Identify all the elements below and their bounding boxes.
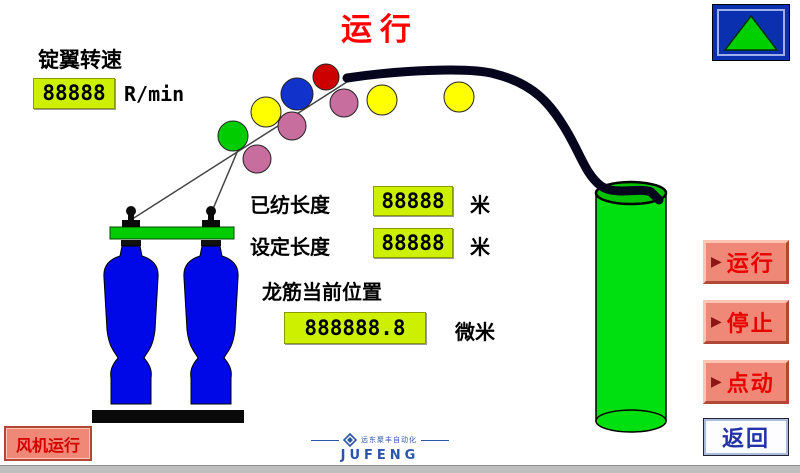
jog-button-label: 点动 [726, 371, 775, 397]
fan-run-button-label: 风机运行 [15, 435, 80, 455]
bobbin-right [183, 245, 239, 405]
yarn-path-line [342, 65, 664, 205]
logo-rule-left [311, 439, 339, 441]
arrow-icon: ▶ [711, 254, 722, 270]
beam-position-unit: 微米 [455, 320, 495, 344]
yarn-circles [217, 63, 475, 174]
arrow-icon: ▶ [711, 374, 722, 390]
spun-length-value: 88888 [373, 186, 453, 216]
bobbin-left [103, 245, 159, 405]
jog-button[interactable]: ▶ 点动 [703, 360, 789, 404]
logo-rule-right [421, 439, 449, 441]
page-title: 运行 [341, 12, 419, 48]
stop-button[interactable]: ▶ 停止 [703, 300, 789, 344]
logo-tagline: 远东聚丰自动化 [361, 436, 417, 444]
bobbin-graphics [103, 245, 239, 405]
run-button[interactable]: ▶ 运行 [703, 240, 789, 284]
back-button-label: 返回 [721, 426, 770, 452]
bobbin-stand [92, 206, 244, 423]
jufeng-logo-icon [343, 433, 357, 447]
stop-button-label: 停止 [726, 311, 775, 337]
spindle-speed-label: 锭翼转速 [38, 48, 122, 72]
set-length-unit: 米 [470, 235, 490, 259]
up-arrow-icon [717, 9, 785, 56]
beam-position-value: 888888.8 [284, 312, 426, 344]
logo-text: JUFENG [340, 448, 420, 463]
cylinder-graphic [594, 180, 668, 433]
jufeng-logo: 远东聚丰自动化 JUFENG [300, 433, 460, 463]
arrow-icon: ▶ [711, 314, 722, 330]
bottom-strip [0, 465, 800, 473]
set-length-label: 设定长度 [250, 235, 330, 259]
up-button[interactable] [712, 4, 790, 61]
fan-run-button[interactable]: 风机运行 [4, 426, 92, 461]
spun-length-unit: 米 [470, 193, 490, 217]
run-button-label: 运行 [726, 251, 775, 277]
spindle-speed-value: 88888 [33, 78, 115, 109]
spun-length-label: 已纺长度 [250, 193, 330, 217]
beam-position-label: 龙筋当前位置 [262, 280, 382, 304]
spindle-speed-unit: R/min [124, 82, 185, 106]
back-button[interactable]: 返回 [703, 418, 789, 456]
set-length-value[interactable]: 88888 [373, 228, 453, 258]
